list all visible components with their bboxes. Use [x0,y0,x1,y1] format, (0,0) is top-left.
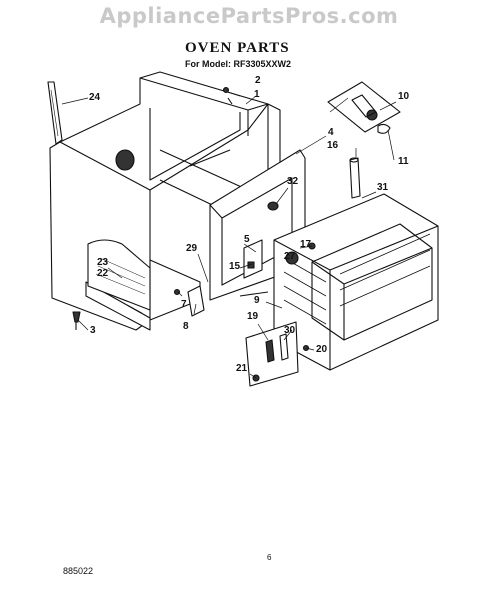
leader-lines [61,91,397,379]
callout-21: 21 [236,363,248,374]
oven-light-assembly [327,81,401,134]
bracket-part [243,239,263,279]
door-latch-assembly [245,321,310,387]
callout-22: 22 [97,268,109,279]
callout-23: 23 [97,257,109,268]
frame-clip-part [267,201,279,211]
document-code: 885022 [63,566,94,576]
trim-strip-part [47,81,63,145]
oven-rack [311,223,433,341]
watermark: AppliancePartsPros.com [99,4,399,28]
callout-8: 8 [183,321,189,332]
callout-32: 32 [287,176,299,187]
vent-tube-part [349,157,361,199]
callout-1: 1 [254,89,260,100]
callout-9: 9 [254,295,260,306]
diagram-title: OVEN PARTS [185,40,290,56]
callout-27: 27 [284,251,296,262]
callout-11: 11 [398,156,409,167]
leveling-leg-part [72,311,81,330]
callout-3: 3 [90,325,96,336]
callout-4: 4 [328,127,334,138]
callout-15: 15 [229,261,241,272]
callout-31: 31 [377,182,389,193]
callout-30: 30 [284,325,296,336]
page-number: 6 [267,553,272,562]
callout-10: 10 [398,91,410,102]
callout-5: 5 [244,234,250,245]
callout-29: 29 [186,243,198,254]
callout-19: 19 [247,311,259,322]
callout-16: 16 [327,140,339,151]
callout-20: 20 [316,344,328,355]
liner-clips [285,242,316,265]
screw-part [222,86,233,105]
model-subtitle: For Model: RF3305XXW2 [185,59,292,69]
callout-24: 24 [89,92,101,103]
callout-7: 7 [181,299,187,310]
callout-2: 2 [255,75,261,86]
latch-parts [173,285,269,317]
callout-17: 17 [300,239,312,250]
